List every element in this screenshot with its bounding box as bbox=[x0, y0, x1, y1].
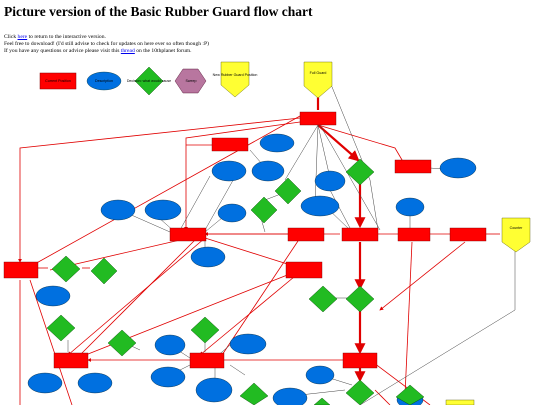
position-node bbox=[394, 159, 432, 174]
entry-bottom-right bbox=[445, 399, 475, 405]
entry-counter: Counter bbox=[501, 217, 531, 253]
legend-technique-label: Description bbox=[95, 79, 113, 83]
decision-node bbox=[239, 382, 269, 405]
technique-node bbox=[190, 246, 226, 268]
technique-node bbox=[27, 372, 63, 394]
technique-node bbox=[314, 170, 346, 192]
legend-decision: Decision: what would cause bbox=[127, 66, 171, 96]
entry-full-guard: Full Guard bbox=[303, 61, 333, 99]
position-node bbox=[211, 137, 249, 152]
position-node bbox=[3, 261, 39, 279]
main-path bbox=[316, 96, 366, 383]
forum-thread-link[interactable]: thread bbox=[120, 48, 135, 54]
decision-node bbox=[345, 158, 375, 186]
intro-line-1: Click here to return to the interactive … bbox=[4, 34, 106, 40]
decision-node bbox=[345, 285, 375, 313]
intro-line-3: If you have any questions or advice plea… bbox=[4, 48, 192, 54]
legend-position-label: Current Position bbox=[45, 79, 71, 83]
technique-node bbox=[144, 199, 182, 221]
technique-node bbox=[195, 377, 233, 403]
technique-node bbox=[439, 157, 477, 179]
legend-submission: Sweep bbox=[174, 68, 207, 94]
decision-node bbox=[190, 316, 220, 344]
technique-node bbox=[100, 199, 136, 221]
position-node bbox=[449, 227, 487, 242]
decision-node bbox=[345, 379, 375, 405]
position-node bbox=[285, 261, 323, 279]
decision-node bbox=[395, 384, 425, 405]
technique-node bbox=[305, 365, 335, 385]
position-node bbox=[397, 227, 431, 242]
counter-label: Counter bbox=[510, 226, 524, 230]
technique-node bbox=[272, 387, 308, 405]
red-connectors bbox=[18, 115, 500, 405]
intro-text: Click here to return to the interactive … bbox=[4, 34, 209, 55]
page-title: Picture version of the Basic Rubber Guar… bbox=[4, 4, 313, 19]
legend-entry: New Rubber Guard Position bbox=[213, 61, 258, 98]
technique-node bbox=[300, 195, 340, 217]
technique-node bbox=[77, 372, 113, 394]
position-node bbox=[287, 227, 325, 242]
technique-node bbox=[259, 133, 295, 153]
legend-decision-label: Decision: what would cause bbox=[127, 79, 171, 83]
legend-submission-label: Sweep bbox=[186, 79, 197, 83]
decision-node bbox=[313, 397, 331, 405]
position-node bbox=[169, 227, 207, 242]
technique-node bbox=[211, 160, 247, 182]
position-node bbox=[299, 111, 337, 126]
legend-entry-label: New Rubber Guard Position bbox=[213, 73, 258, 77]
position-node bbox=[53, 352, 89, 369]
full-guard-label: Full Guard bbox=[310, 71, 327, 75]
decision-node bbox=[107, 329, 137, 357]
technique-nodes bbox=[27, 133, 477, 405]
decision-nodes bbox=[46, 158, 425, 405]
intro-line-2: Feel free to download! (I'd still advise… bbox=[4, 41, 209, 47]
position-nodes bbox=[3, 111, 487, 369]
decision-node bbox=[308, 285, 338, 313]
gray-connectors bbox=[54, 81, 516, 405]
legend: Current Position Description Decision: w… bbox=[39, 61, 258, 98]
technique-node bbox=[154, 334, 186, 356]
legend-position: Current Position bbox=[39, 72, 77, 90]
decision-node bbox=[46, 314, 76, 342]
interactive-version-link[interactable]: here bbox=[17, 34, 28, 40]
position-node bbox=[342, 352, 378, 369]
decision-node bbox=[250, 196, 278, 224]
technique-node bbox=[229, 333, 267, 355]
technique-node bbox=[251, 160, 285, 182]
legend-technique: Description bbox=[86, 71, 122, 91]
position-node bbox=[341, 227, 379, 242]
technique-node bbox=[217, 203, 247, 223]
technique-node bbox=[395, 197, 425, 217]
decision-node bbox=[90, 257, 118, 285]
technique-node bbox=[35, 285, 71, 307]
decision-node bbox=[51, 255, 81, 283]
technique-node bbox=[150, 366, 186, 388]
decision-node bbox=[274, 177, 302, 205]
position-node bbox=[189, 352, 225, 369]
